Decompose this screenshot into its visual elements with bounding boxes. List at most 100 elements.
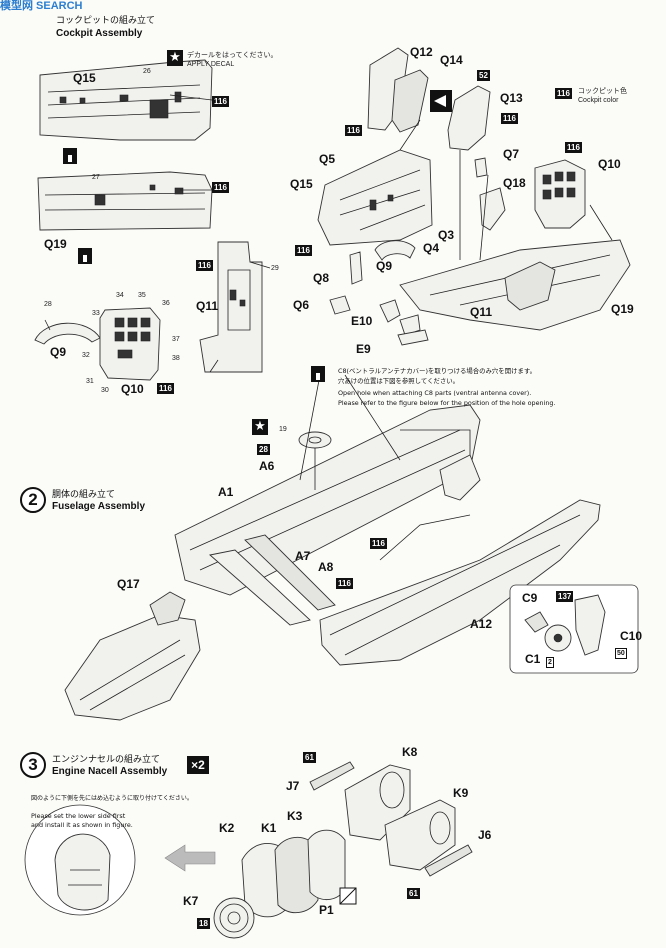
engine-k7 xyxy=(213,897,255,939)
part-q7 xyxy=(474,157,488,178)
drill-icon xyxy=(311,366,325,382)
step3-title-en: Engine Nacell Assembly xyxy=(52,766,168,777)
label-j6: J6 xyxy=(478,828,492,842)
label-q13: Q13 xyxy=(500,91,523,105)
color-116: 116 xyxy=(196,260,213,271)
label-q9-right: Q9 xyxy=(376,259,393,273)
step3-note-circle xyxy=(24,804,136,916)
label-q7: Q7 xyxy=(503,147,520,161)
gauge-cluster-q9 xyxy=(34,319,101,345)
exhaust-j6 xyxy=(424,844,473,877)
num-31: 31 xyxy=(86,378,94,385)
num-26: 26 xyxy=(143,68,151,75)
exhaust-j7 xyxy=(309,761,355,791)
wheel-a6 xyxy=(298,431,332,449)
color-116: 116 xyxy=(157,383,174,394)
color-116: 116 xyxy=(295,245,312,256)
label-q5: Q5 xyxy=(319,152,336,166)
step1-title-en: Cockpit Assembly xyxy=(56,28,143,39)
step3-note-jp: 図のように下側を先にはめ込むように取り付けてください。 xyxy=(31,795,193,802)
watermark-logo: 模型网 SEARCH xyxy=(0,0,83,12)
label-c10: C10 xyxy=(620,629,643,643)
label-q11-right: Q11 xyxy=(470,305,493,319)
tail-strut-parts xyxy=(439,454,481,501)
arrow-symbol xyxy=(430,90,452,112)
cockpit-color-jp: コックピット色 xyxy=(578,88,627,95)
num-19: 19 xyxy=(279,426,287,433)
num-27: 27 xyxy=(92,174,100,181)
step2-title-jp: 胴体の組み立て xyxy=(52,490,116,500)
step3-multiplier: ×2 xyxy=(187,756,209,774)
drill-icon xyxy=(78,248,92,264)
label-q8: Q8 xyxy=(313,271,330,285)
label-p1: P1 xyxy=(319,903,334,917)
antenna-note-en2: Please refer to the figure below for the… xyxy=(338,399,556,407)
label-q10: Q10 xyxy=(121,382,144,396)
nose-section-q17 xyxy=(64,591,201,721)
label-a1: A1 xyxy=(218,485,234,499)
label-q17: Q17 xyxy=(117,577,140,591)
p1-slashed-box xyxy=(339,887,357,905)
label-q14: Q14 xyxy=(440,53,463,67)
antenna-note-en1: Open hole when attaching C8 parts (ventr… xyxy=(338,389,532,397)
label-q9: Q9 xyxy=(50,345,67,359)
antenna-note-jp2: 穴あけの位置は下図を参照してください。 xyxy=(338,377,460,385)
instrument-panel-q11 xyxy=(199,241,271,373)
color-116: 116 xyxy=(565,142,582,153)
fuselage-half-a1 xyxy=(174,404,481,596)
seat-q13 xyxy=(447,85,491,151)
label-k7: K7 xyxy=(183,894,199,908)
color-116: 116 xyxy=(212,96,229,107)
step2-title-en: Fuselage Assembly xyxy=(52,501,146,512)
color-50: 50 xyxy=(615,648,627,659)
num-36: 36 xyxy=(162,300,170,307)
color-116: 116 xyxy=(501,113,518,124)
color-2: 2 xyxy=(546,657,554,668)
part-q18 xyxy=(479,187,506,231)
antenna-note-jp1: C8(ベントラルアンテナカバー)を取りつける場合のみ穴を開けます。 xyxy=(338,367,537,375)
label-j7: J7 xyxy=(286,779,300,793)
label-e10: E10 xyxy=(351,314,373,328)
label-q3: Q3 xyxy=(438,228,455,242)
color-52: 52 xyxy=(477,70,490,81)
tailwheel-inset xyxy=(509,584,639,674)
label-q12: Q12 xyxy=(410,45,433,59)
num-28: 28 xyxy=(44,301,52,308)
step3-note-en2: and install it as shown in figure. xyxy=(31,821,133,829)
decal-star-icon: ★ xyxy=(252,419,268,435)
label-a8: A8 xyxy=(318,560,334,574)
color-116: 116 xyxy=(345,125,362,136)
step3-note-en1: Please set the lower side first xyxy=(31,812,126,820)
label-q19-right: Q19 xyxy=(611,302,634,316)
color-116: 116 xyxy=(212,182,229,193)
color-116: 116 xyxy=(336,578,353,589)
decal-star-icon: ★ xyxy=(167,50,183,66)
decal-note-jp: デカールをはってください。 xyxy=(187,52,278,59)
drill-icon xyxy=(63,148,77,164)
color-61: 61 xyxy=(303,752,316,763)
floor-q11-q19 xyxy=(399,239,631,331)
color-116: 116 xyxy=(370,538,387,549)
step3-number: 3 xyxy=(20,752,46,778)
label-q15: Q15 xyxy=(73,71,96,85)
floor-strips-a7-a8 xyxy=(209,534,336,626)
step3-title-jp: エンジンナセルの組み立て xyxy=(52,755,161,765)
color-137: 137 xyxy=(556,591,574,602)
cockpit-floor-panel xyxy=(39,59,213,141)
color-18: 18 xyxy=(197,918,210,929)
num-37: 37 xyxy=(172,336,180,343)
num-32: 32 xyxy=(82,352,90,359)
label-q10-right: Q10 xyxy=(598,157,621,171)
label-k8: K8 xyxy=(402,745,418,759)
label-q19: Q19 xyxy=(44,237,67,251)
num-35: 35 xyxy=(138,292,146,299)
cockpit-color-box: 116 xyxy=(555,88,572,99)
label-q11: Q11 xyxy=(196,299,219,313)
decal-note-en: APPLY DECAL xyxy=(187,61,235,68)
nacelle-k9 xyxy=(384,799,456,871)
num-34: 34 xyxy=(116,292,124,299)
label-k2: K2 xyxy=(219,821,235,835)
label-a6: A6 xyxy=(259,459,275,473)
